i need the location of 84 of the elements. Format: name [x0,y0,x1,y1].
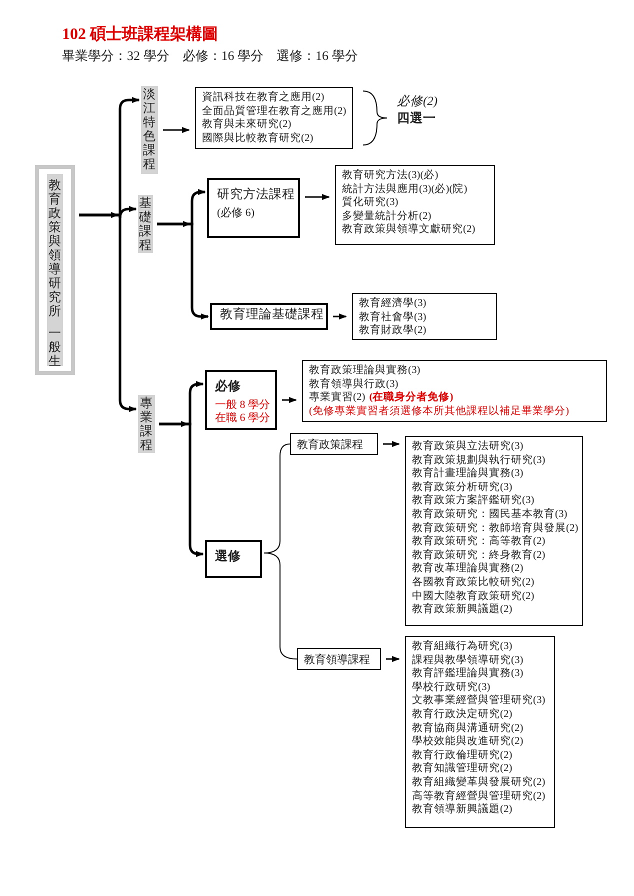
course-name: 教育協商與溝通研究(2) [412,722,524,735]
course-list-box [352,293,497,340]
course-name: 教育政策方案評鑑研究(3) [412,494,536,508]
course-name: 教育政策新興議題(2) [412,603,514,617]
course-name: 教育政策規劃與執行研究(3) [412,454,546,467]
course-name: 教育知識管理研究(2) [412,762,514,776]
category-label [141,86,158,174]
course-group-box [290,433,378,455]
group-title: 選修 [215,548,242,565]
course-name: 國際與比較教育研究(2) [202,132,314,146]
course-name: 教育領導新興議題(2) [412,803,514,817]
page-title: 102 碩士班課程架構圖 [62,24,218,45]
course-name: 教育政策理論與實務(3) [309,364,422,378]
course-name: 各國教育政策比較研究(2) [412,576,536,590]
course-name: 教育與未來研究(2) [202,118,292,132]
course-list-box [302,360,607,422]
course-name: 教育政策分析研究(3) [412,480,514,494]
course-name: 教育政策研究：國民基本教育(3) [412,508,568,522]
course-name: 中國大陸教育政策研究(2) [412,590,536,603]
course-name: 質化研究(3) [342,196,400,210]
course-name: 教育政策研究：終身教育(2) [412,548,546,562]
category-name: 專業課程 [140,396,154,452]
course-note: (在職身分者免修) [369,392,454,404]
course-name: 教育政策與領導文獻研究(2) [342,223,476,237]
arrow [282,397,297,403]
course-name: 教育組織行為研究(3) [412,640,514,654]
course-group-box [205,540,262,578]
bracket-arrow [159,381,204,557]
course-name: 教育領導與行政(3) [309,378,400,391]
course-name: 教育改革理論與實務(2) [412,562,524,576]
department-box [35,165,75,375]
group-title: 教育理論基礎課程 [220,306,324,323]
course-name: 多變量統計分析(2) [342,210,432,223]
course-name: 教育評鑑理論與實務(3) [412,667,524,681]
course-name: 全面品質管理在教育之應用(2) [202,104,346,118]
brace-note: 四選一 [397,110,436,127]
credit-note: 一般 8 學分 [215,399,267,412]
category-name: 淡江特色課程 [142,87,156,171]
bracket-arrow [157,189,209,320]
credit-summary: 畢業學分：32 學分 必修：16 學分 選修：16 學分 [62,47,358,65]
course-group-box [210,303,328,330]
course-name: 文教事業經營與管理研究(3) [412,694,546,708]
course-name: 教育政策研究：高等教育(2) [412,535,546,549]
course-name: 教育政策研究：教師培育與發展(2) [412,522,576,535]
course-list-box [405,436,583,626]
course-name: 教育計畫理論與實務(3) [412,467,524,481]
course-list-box [195,87,353,149]
course-group-box [205,370,277,430]
credit-note: 在職 6 學分 [215,412,267,425]
group-title: 教育領導課程 [304,652,371,667]
course-list-box [335,165,495,245]
course-note: (免修專業實習者須選修本所其他課程以補足畢業學分) [309,404,570,418]
course-name: 統計方法與應用(3)(必)(院) [342,182,468,196]
course-name: 教育政策與立法研究(3) [412,440,524,454]
course-name: 課程與教學領導研究(3) [412,654,524,667]
bracket-arrow [79,97,140,412]
course-name: 高等教育經營與管理研究(2) [412,790,546,803]
arrow [163,127,190,133]
course-group-box [207,178,300,238]
course-name: 教育經濟學(3) [359,297,428,311]
group-title: 教育政策課程 [297,438,364,452]
arrow [333,314,347,320]
student-type: 一般生 [48,325,62,370]
course-name: 專業實習(2) [309,392,366,404]
course-name: 學校效能與改進研究(2) [412,735,524,749]
arrow [305,194,330,200]
arrow [383,441,400,447]
course-group-box [297,648,381,670]
department-name: 教育政策與領導研究所 [48,177,62,320]
group-title: 必修 [215,378,242,395]
arrow [386,656,400,662]
course-list-box [405,636,555,828]
course-name: 教育組織變革與發展研究(2) [412,776,546,790]
course-name: 教育行政決定研究(2) [412,708,514,722]
brace-note: 必修(2) [397,93,438,110]
category-name: 基礎課程 [138,196,152,252]
course-name: 資訊科技在教育之應用(2) [202,91,326,105]
connector [264,552,298,660]
credit-note: (必修 6) [217,207,256,220]
course-name: 教育社會學(3) [359,310,428,324]
course-name: 教育行政倫理研究(2) [412,748,514,762]
course-name: 教育研究方法(3)(必) [342,169,440,183]
course-name: 學校行政研究(3) [412,680,492,694]
course-name: 教育財政學(2) [359,324,428,338]
